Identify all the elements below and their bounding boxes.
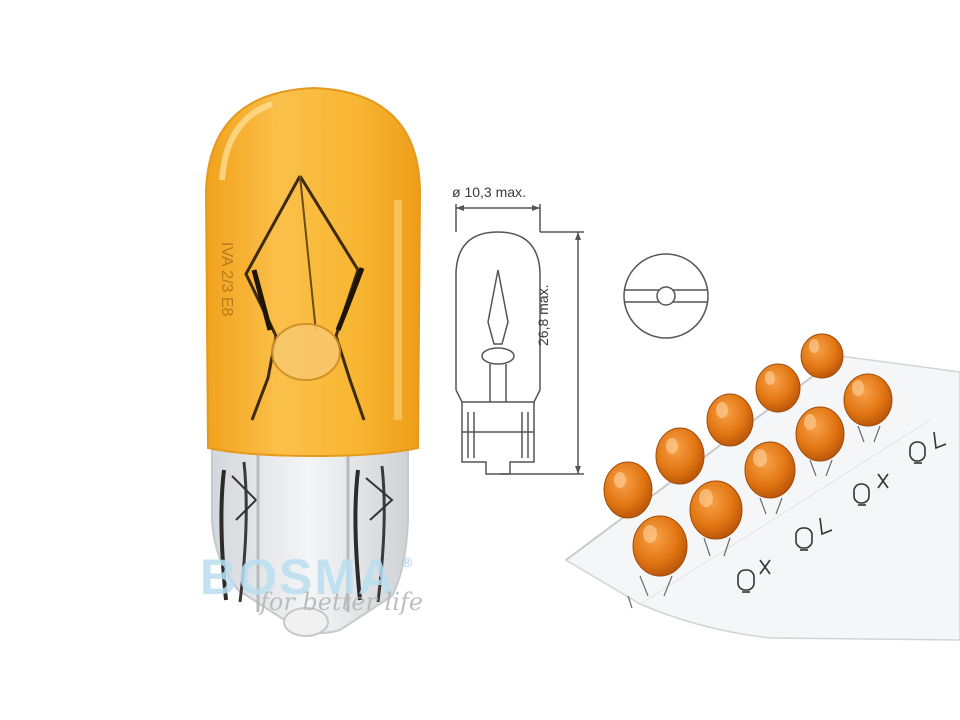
registered-mark: ® xyxy=(402,554,413,570)
diameter-label: ø 10,3 max. xyxy=(452,184,526,200)
pack-pictogram-4 xyxy=(909,431,947,464)
svg-text:IVA 2/3 E8: IVA 2/3 E8 xyxy=(218,242,235,317)
pack-pictogram-2 xyxy=(795,517,833,551)
brand-name: BOSMA xyxy=(200,549,397,605)
brand-logo: BOSMA ® for better life xyxy=(196,548,446,628)
pack-pictogram-1 xyxy=(737,559,771,593)
brand-slogan: for better life xyxy=(260,588,424,616)
pack-pictogram-3 xyxy=(853,473,889,506)
